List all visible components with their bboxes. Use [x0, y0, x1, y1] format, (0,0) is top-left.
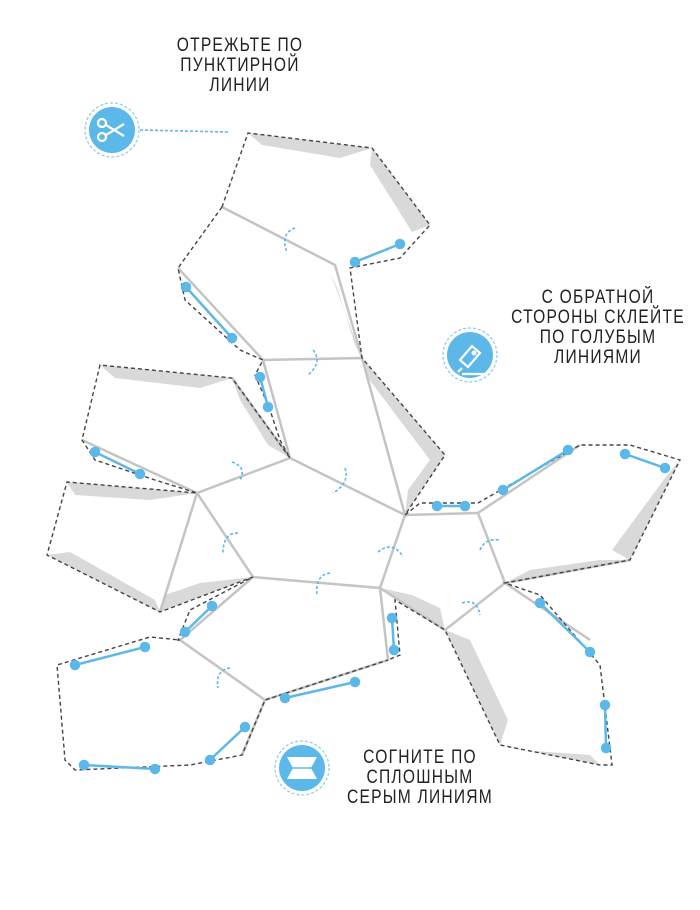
instruction-line: СТОРОНЫ СКЛЕЙТЕ [511, 307, 685, 328]
glue-line [603, 704, 608, 749]
glue-instruction: С ОБРАТНОЙ СТОРОНЫ СКЛЕЙТЕ ПО ГОЛУБЫМ ЛИ… [508, 288, 688, 368]
instruction-line: С ОБРАТНОЙ [541, 287, 655, 308]
fold-arrow-icon [479, 538, 501, 551]
instruction-line: ЛИНИИ [209, 75, 271, 96]
glue-icon [442, 327, 498, 383]
instruction-line: ЛИНИЯМИ [554, 347, 642, 368]
fold-arrow-icon [307, 349, 318, 376]
fold-arrow-icon [284, 227, 296, 254]
cut-instruction: ОТРЕЖЬТЕ ПО ПУНКТИРНОЙ ЛИНИИ [158, 36, 322, 96]
fold-arrows [139, 129, 501, 689]
instruction-line: ПУНКТИРНОЙ [180, 55, 300, 76]
cut-lines [46, 132, 681, 771]
fold-line [261, 357, 407, 518]
fold-line [81, 377, 292, 495]
instruction-line: ОТРЕЖЬТЕ ПО [176, 35, 304, 56]
instruction-line: СПЛОШНЫМ [366, 767, 474, 788]
fold-line [477, 443, 581, 515]
tab [67, 482, 197, 500]
fold-arrow-icon [377, 546, 404, 558]
tab [248, 133, 372, 158]
fold-instruction: СОГНИТЕ ПО СПЛОШНЫМ СЕРЫМ ЛИНИЯМ [338, 748, 502, 808]
cut-line [46, 206, 389, 771]
tab [330, 272, 362, 358]
glue-line [539, 602, 591, 653]
fold-line [177, 492, 507, 702]
glue-line [209, 726, 246, 761]
tab [47, 552, 160, 612]
glue-line [74, 645, 146, 667]
glue-tabs [47, 133, 680, 765]
glue-line [184, 605, 213, 633]
glue-line [185, 286, 233, 339]
glue-line [354, 242, 401, 264]
glue-line [502, 448, 569, 492]
fold-arrow-icon [332, 467, 347, 494]
tab [362, 358, 445, 460]
instruction-line: ПО ГОЛУБЫМ [539, 327, 657, 348]
fold-arrow-icon [222, 532, 239, 554]
cut-line [221, 132, 681, 766]
glue-lines [69, 238, 671, 775]
glue-line [94, 450, 141, 476]
fold-line [158, 492, 199, 613]
fold-arrow-icon [231, 461, 243, 481]
glue-line [284, 680, 356, 700]
tab [370, 148, 430, 232]
fold-arrow-icon [216, 667, 231, 689]
cut-pointer-line [139, 129, 229, 133]
glue-line [390, 617, 396, 651]
tab [100, 365, 232, 388]
fold-icon [274, 740, 330, 796]
instruction-line: СОГНИТЕ ПО [363, 747, 477, 768]
scissors-icon [84, 102, 140, 158]
instruction-line: СЕРЫМ ЛИНИЯМ [346, 787, 493, 808]
tab [612, 460, 680, 560]
tab [445, 630, 508, 745]
fold-arrow-icon [315, 572, 331, 596]
glue-line [624, 452, 666, 470]
glue-line [83, 763, 156, 771]
fold-arrow-icon [461, 601, 481, 616]
